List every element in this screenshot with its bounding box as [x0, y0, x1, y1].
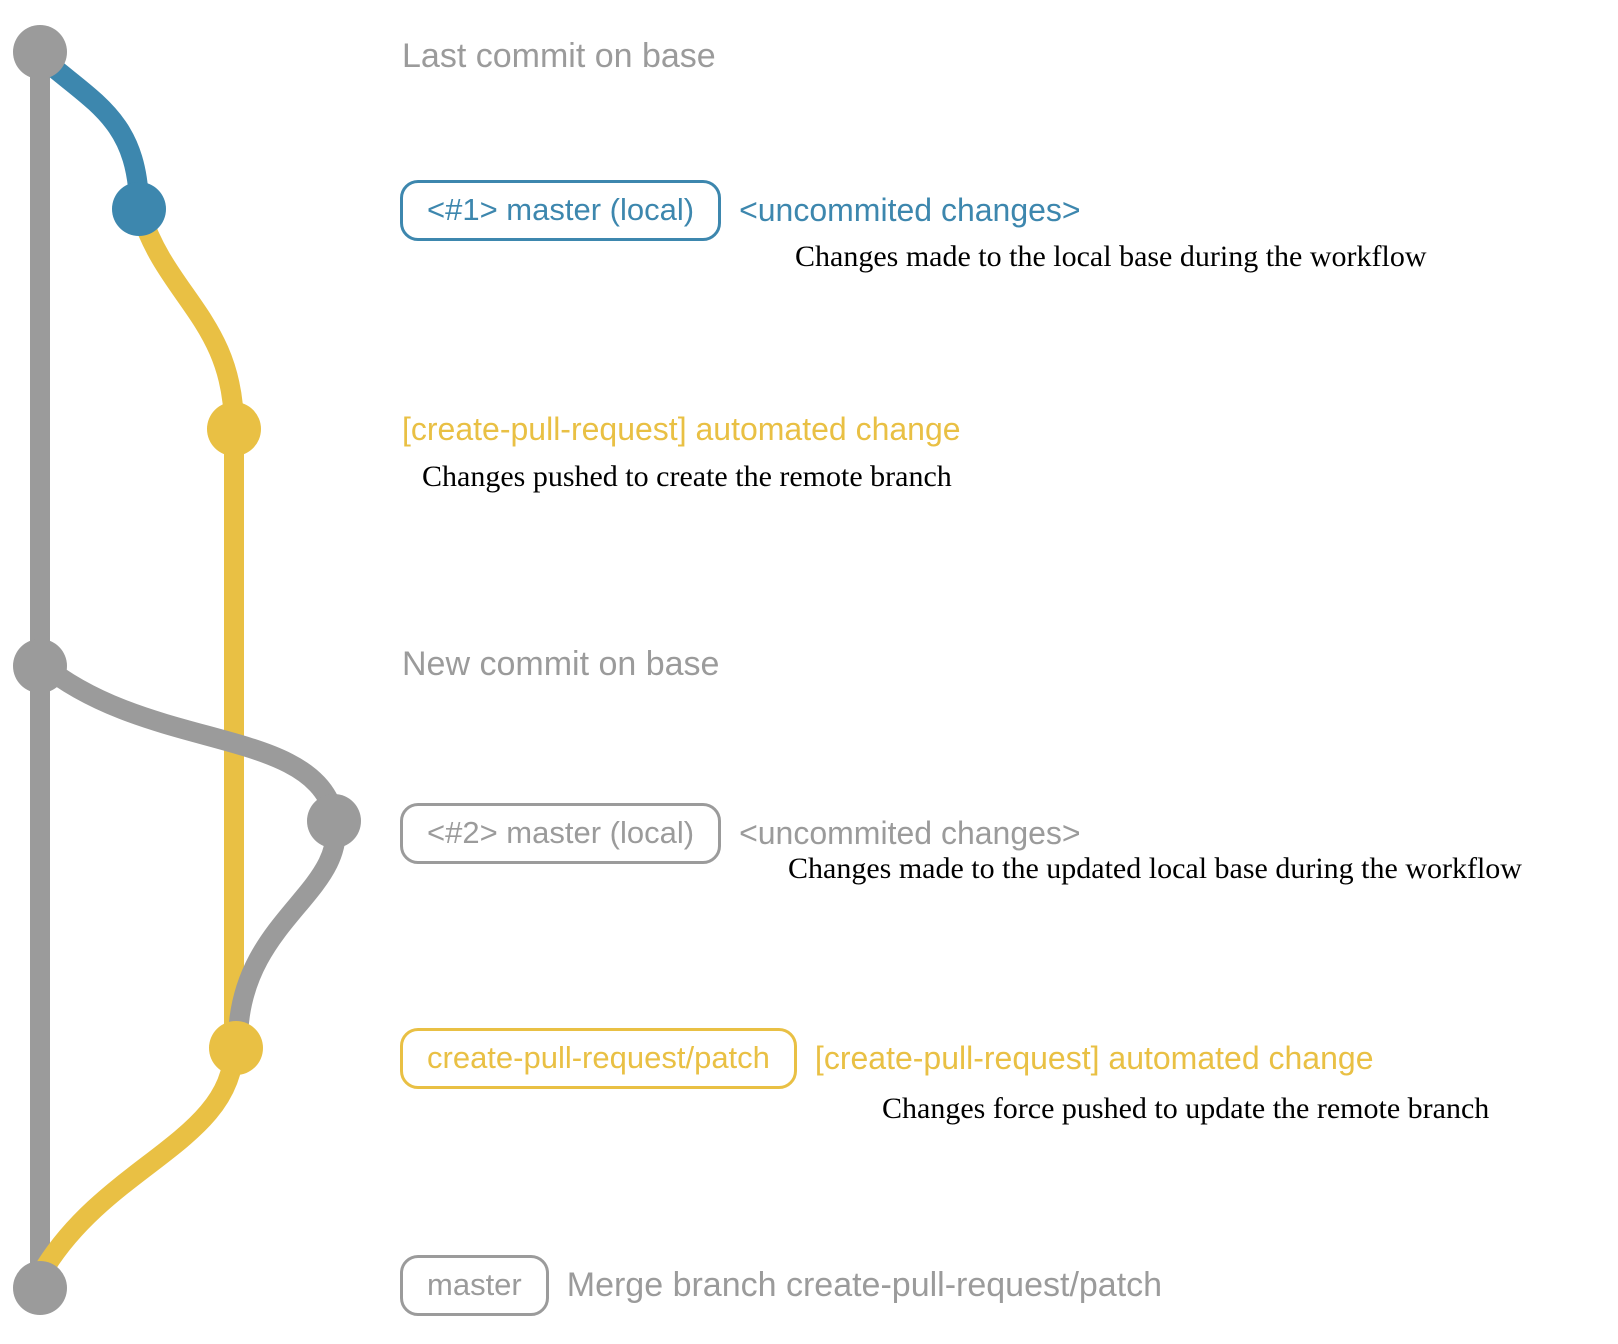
merge-label: Merge branch create-pull-request/patch [566, 1265, 1163, 1304]
last-commit-heading: Last commit on base [402, 37, 716, 75]
commit-node-patch-1 [207, 402, 261, 456]
commit-node-patch-2 [209, 1021, 263, 1075]
local-master-branch-line [30, 46, 149, 212]
commit1-status: <uncommited changes> [739, 191, 1081, 228]
new-commit-heading: New commit on base [402, 645, 720, 683]
auto-change2-label: [create-pull-request] automated change [814, 1039, 1374, 1076]
auto-change2-row: create-pull-request/patch [create-pull-r… [400, 1028, 1373, 1089]
commit-node-last-base [13, 25, 67, 79]
commit1-badge: <#1> master (local) [400, 180, 722, 241]
commit-node-new-base [13, 639, 67, 693]
commit-node-local-1 [112, 182, 166, 236]
local-master2-branch-line [32, 654, 346, 1046]
commit2-status: <uncommited changes> [739, 814, 1081, 851]
master-badge: master [400, 1255, 549, 1316]
patch-branch-badge: create-pull-request/patch [400, 1028, 797, 1089]
auto-change1-caption: Changes pushed to create the remote bran… [422, 460, 952, 493]
commit1-row: <#1> master (local) <uncommited changes> [400, 180, 1081, 241]
commit2-caption: Changes made to the updated local base d… [788, 852, 1522, 885]
commit-node-merge [13, 1261, 67, 1315]
commit2-row: <#2> master (local) <uncommited changes> [400, 803, 1081, 864]
auto-change1-label: [create-pull-request] automated change [402, 411, 961, 447]
commit-node-local-2 [307, 794, 361, 848]
commit2-badge: <#2> master (local) [400, 803, 722, 864]
commit1-caption: Changes made to the local base during th… [795, 240, 1427, 273]
auto-change2-caption: Changes force pushed to update the remot… [882, 1092, 1490, 1125]
git-graph [13, 25, 361, 1315]
merge-row: master Merge branch create-pull-request/… [400, 1255, 1162, 1316]
